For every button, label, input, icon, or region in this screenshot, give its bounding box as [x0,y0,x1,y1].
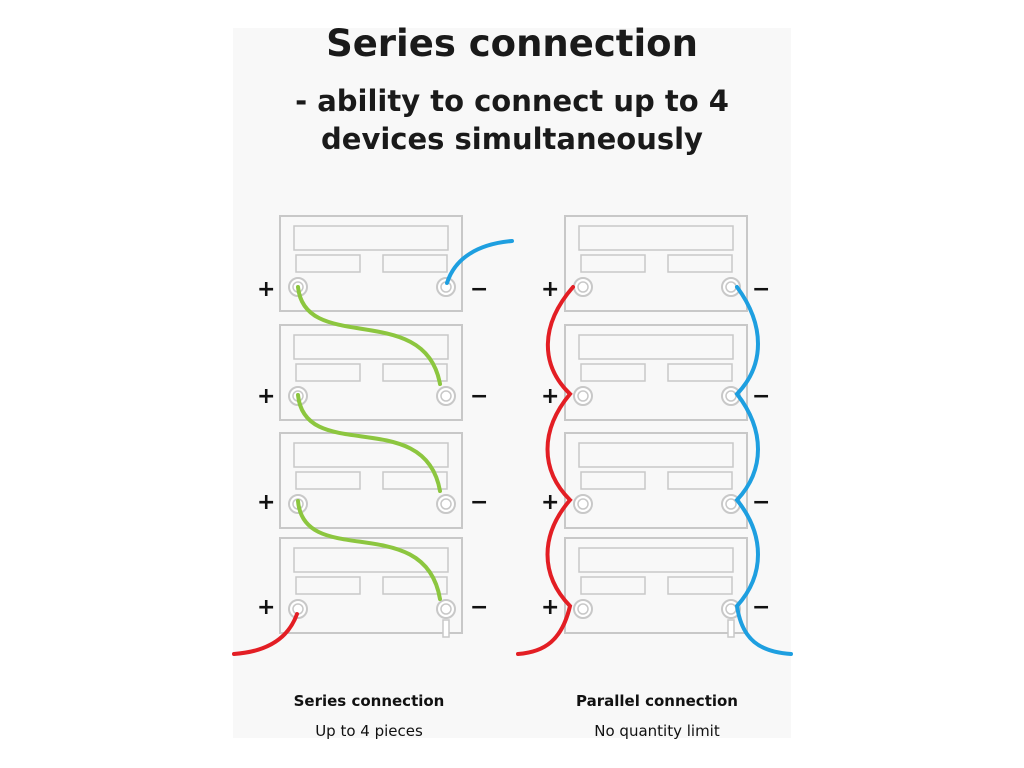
plus-sign: + [541,595,559,620]
terminal-inner-ring [440,603,452,615]
parallel-caption-subtitle: No quantity limit [594,722,720,740]
device-body [564,324,748,421]
device-slot-left [580,576,646,595]
positive-terminal-icon [288,599,308,619]
parallel-device-1 [564,215,748,312]
minus-sign: − [752,384,770,409]
minus-sign: − [752,595,770,620]
minus-sign: − [752,490,770,515]
parallel-device-3 [564,432,748,529]
series-device-1 [279,215,463,312]
parallel-device-4 [564,537,748,638]
device-slot-right [382,254,448,273]
device-slot-right [667,254,733,273]
series-caption-subtitle: Up to 4 pieces [315,722,423,740]
series-devices [279,215,463,638]
cable-clip-icon [727,619,735,638]
device-body [279,432,463,529]
series-wire-link-2 [296,393,442,493]
device-slot-right [382,363,448,382]
device-slot-right [667,363,733,382]
parallel-caption: Parallel connection No quantity limit [527,692,787,740]
terminal-inner-ring [725,498,737,510]
device-display [293,442,449,468]
device-display [578,334,734,360]
device-display [578,547,734,573]
terminal-inner-ring [577,390,589,402]
series-device-3 [279,432,463,529]
minus-sign: − [470,277,488,302]
negative-terminal-icon [436,386,456,406]
positive-terminal-icon [573,386,593,406]
device-slot-right [667,471,733,490]
device-body [564,432,748,529]
series-wire-link-3 [296,499,442,601]
device-display [578,225,734,251]
series-wire-output [232,612,299,656]
device-slot-left [580,254,646,273]
device-body [564,215,748,312]
parallel-device-2 [564,324,748,421]
device-display [293,334,449,360]
series-device-2 [279,324,463,421]
series-caption: Series connection Up to 4 pieces [239,692,499,740]
positive-terminal-icon [573,494,593,514]
device-body [279,215,463,312]
terminal-inner-ring [440,498,452,510]
plus-sign: + [541,277,559,302]
device-body [279,324,463,421]
minus-sign: − [470,595,488,620]
device-slot-right [382,471,448,490]
negative-terminal-icon [436,494,456,514]
positive-terminal-icon [573,277,593,297]
plus-sign: + [257,490,275,515]
device-display [293,547,449,573]
minus-sign: − [470,384,488,409]
terminal-inner-ring [577,603,589,615]
device-slot-right [667,576,733,595]
page-title: Series connection [326,22,698,65]
device-slot-left [295,471,361,490]
cable-clip-icon [442,619,450,638]
device-display [293,225,449,251]
parallel-positive-wire [516,285,575,656]
page-subtitle: - ability to connect up to 4 devices sim… [295,84,729,156]
device-slot-left [580,471,646,490]
device-body [279,537,463,634]
terminal-inner-ring [577,498,589,510]
negative-terminal-icon [436,277,456,297]
plus-sign: + [257,595,275,620]
series-caption-title: Series connection [293,692,445,710]
series-wire-input [445,239,514,285]
device-slot-left [295,576,361,595]
series-wire-link-1 [296,285,442,386]
plus-sign: + [257,384,275,409]
minus-sign: − [470,490,488,515]
plus-sign: + [541,490,559,515]
device-display [578,442,734,468]
series-device-4 [279,537,463,638]
plus-sign: + [541,384,559,409]
parallel-negative-wire [734,285,793,656]
positive-terminal-icon [573,599,593,619]
negative-terminal-icon [721,599,741,619]
device-slot-right [382,576,448,595]
device-body [564,537,748,634]
terminal-inner-ring [725,390,737,402]
parallel-caption-title: Parallel connection [576,692,738,710]
device-slot-left [580,363,646,382]
parallel-devices [564,215,748,638]
device-slot-left [295,254,361,273]
terminal-inner-ring [577,281,589,293]
plus-sign: + [257,277,275,302]
minus-sign: − [752,277,770,302]
terminal-inner-ring [440,390,452,402]
negative-terminal-icon [436,599,456,619]
device-slot-left [295,363,361,382]
negative-terminal-icon [721,277,741,297]
